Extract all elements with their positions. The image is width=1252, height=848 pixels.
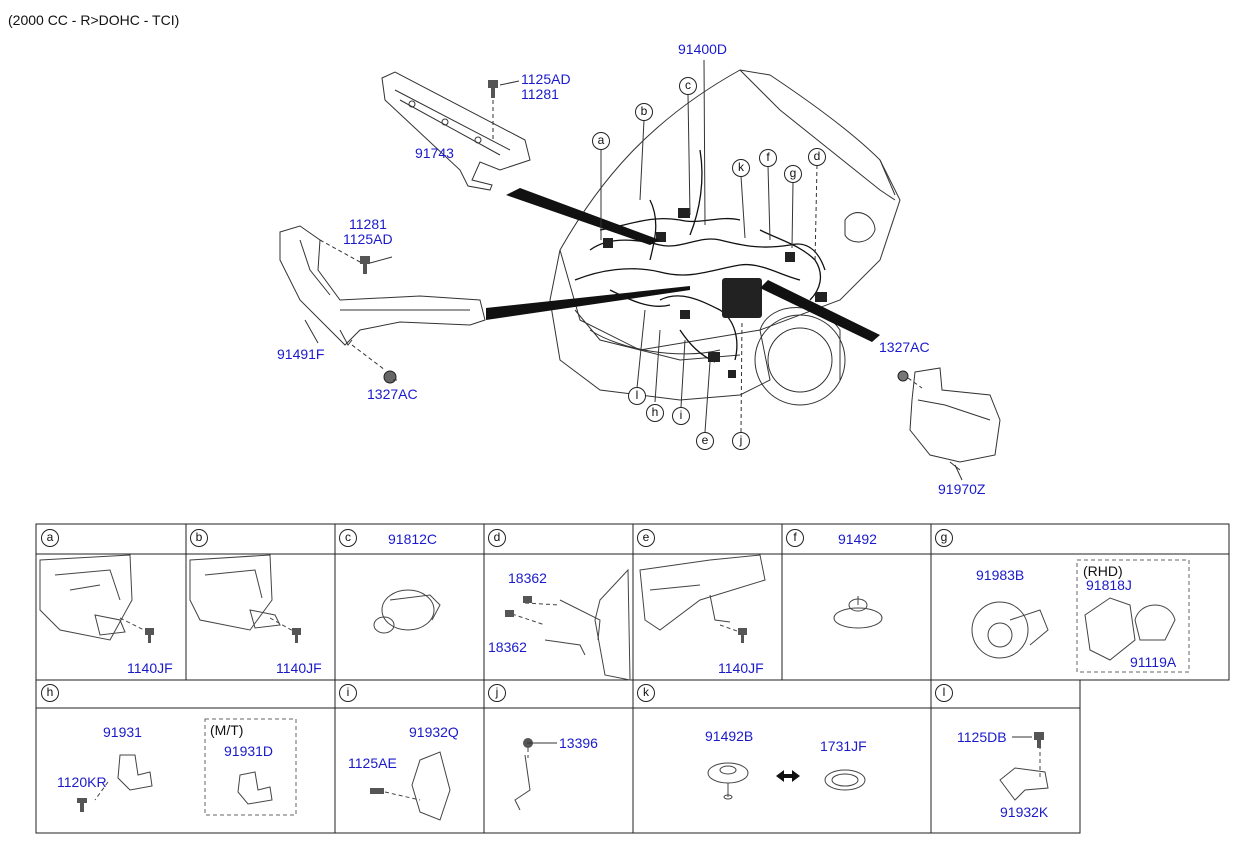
cell-c-letter: c	[339, 529, 357, 547]
fuel-rail-bracket	[381, 71, 531, 191]
part-1125AD-top[interactable]: 1125AD	[521, 71, 571, 87]
mt-dashed-box	[204, 718, 297, 816]
pointer-wedge-left	[486, 286, 690, 320]
cell-d-part-18362-a[interactable]: 18362	[508, 570, 547, 586]
cell-a-letter: a	[41, 529, 59, 547]
part-1327AC-right[interactable]: 1327AC	[879, 339, 930, 355]
bolt-top-icon	[488, 80, 498, 98]
car-mirror	[844, 212, 876, 243]
cell-l-part-91932K[interactable]: 91932K	[1000, 804, 1049, 820]
cell-b-letter: b	[190, 529, 208, 547]
cell-l-part-1125DB[interactable]: 1125DB	[957, 729, 1007, 745]
car-windshield	[739, 69, 896, 201]
callout-d[interactable]: d	[808, 148, 826, 166]
cell-a-part-1140JF[interactable]: 1140JF	[127, 660, 173, 676]
cell-g-rhd-note: (RHD)	[1083, 563, 1123, 579]
part-91743[interactable]: 91743	[415, 145, 454, 161]
cell-e-letter: e	[637, 529, 655, 547]
double-arrow-icon	[776, 770, 800, 782]
parts-table-grid	[35, 523, 1230, 834]
cell-g-letter: g	[935, 529, 953, 547]
part-1327AC-left[interactable]: 1327AC	[367, 386, 418, 402]
cell-d-letter: d	[488, 529, 506, 547]
callout-g[interactable]: g	[784, 165, 802, 183]
part-11281-top[interactable]: 11281	[521, 86, 559, 102]
cell-k-part-91492B[interactable]: 91492B	[705, 728, 754, 744]
part-1125AD-left[interactable]: 1125AD	[343, 231, 393, 247]
cell-k-letter: k	[637, 684, 655, 702]
bolt-left-icon	[360, 256, 370, 274]
cell-j-letter: j	[488, 684, 506, 702]
callout-j[interactable]: j	[732, 432, 750, 450]
callout-a[interactable]: a	[592, 132, 610, 150]
cell-j-part-13396[interactable]: 13396	[559, 735, 598, 751]
battery-bracket	[279, 225, 486, 346]
cell-i-part-1125AE[interactable]: 1125AE	[348, 755, 397, 771]
cell-g-part-91119A[interactable]: 91119A	[1130, 654, 1177, 670]
part-11281-left[interactable]: 11281	[349, 216, 387, 232]
cell-b-part-1140JF[interactable]: 1140JF	[276, 660, 322, 676]
cell-g-part-91818J[interactable]: 91818J	[1086, 577, 1132, 593]
nut-right-icon	[897, 370, 909, 382]
part-91400D[interactable]: 91400D	[678, 41, 728, 57]
part-91491F[interactable]: 91491F	[277, 346, 325, 362]
cell-f-letter: f	[786, 529, 804, 547]
cell-k-part-1731JF[interactable]: 1731JF	[820, 738, 867, 754]
callout-h[interactable]: h	[646, 404, 664, 422]
car-wheel-arch	[759, 307, 841, 380]
diagram-header: (2000 CC - R>DOHC - TCI)	[8, 12, 180, 28]
cell-h-mt-note: (M/T)	[210, 722, 244, 738]
cell-g-part-91983B[interactable]: 91983B	[976, 567, 1025, 583]
callout-f[interactable]: f	[759, 149, 777, 167]
part-91970Z[interactable]: 91970Z	[938, 481, 986, 497]
cell-l-letter: l	[935, 684, 953, 702]
callout-e[interactable]: e	[696, 432, 714, 450]
cell-f-title-91492[interactable]: 91492	[838, 531, 877, 547]
callout-i[interactable]: i	[672, 407, 690, 425]
cell-h-part-1120KR[interactable]: 1120KR	[57, 774, 107, 790]
cell-h-letter: h	[41, 684, 59, 702]
pointer-wedge-right	[760, 280, 880, 342]
cell-h-part-91931D[interactable]: 91931D	[224, 743, 274, 759]
callout-l[interactable]: l	[628, 387, 646, 405]
cell-h-part-91931[interactable]: 91931	[103, 724, 142, 740]
callout-c[interactable]: c	[679, 77, 697, 95]
nut-left-icon	[383, 370, 397, 384]
cell-i-part-91932Q[interactable]: 91932Q	[409, 724, 459, 740]
callout-k[interactable]: k	[732, 159, 750, 177]
pointer-wedge-top	[506, 188, 660, 245]
cell-c-title-91812C[interactable]: 91812C	[388, 531, 438, 547]
car-wheel	[754, 314, 846, 406]
rhd-dashed-box	[1076, 559, 1190, 673]
cover-91970Z	[909, 367, 1001, 463]
cell-e-part-1140JF[interactable]: 1140JF	[718, 660, 764, 676]
cell-d-part-18362-b[interactable]: 18362	[488, 639, 527, 655]
cell-i-letter: i	[339, 684, 357, 702]
callout-b[interactable]: b	[635, 103, 653, 121]
